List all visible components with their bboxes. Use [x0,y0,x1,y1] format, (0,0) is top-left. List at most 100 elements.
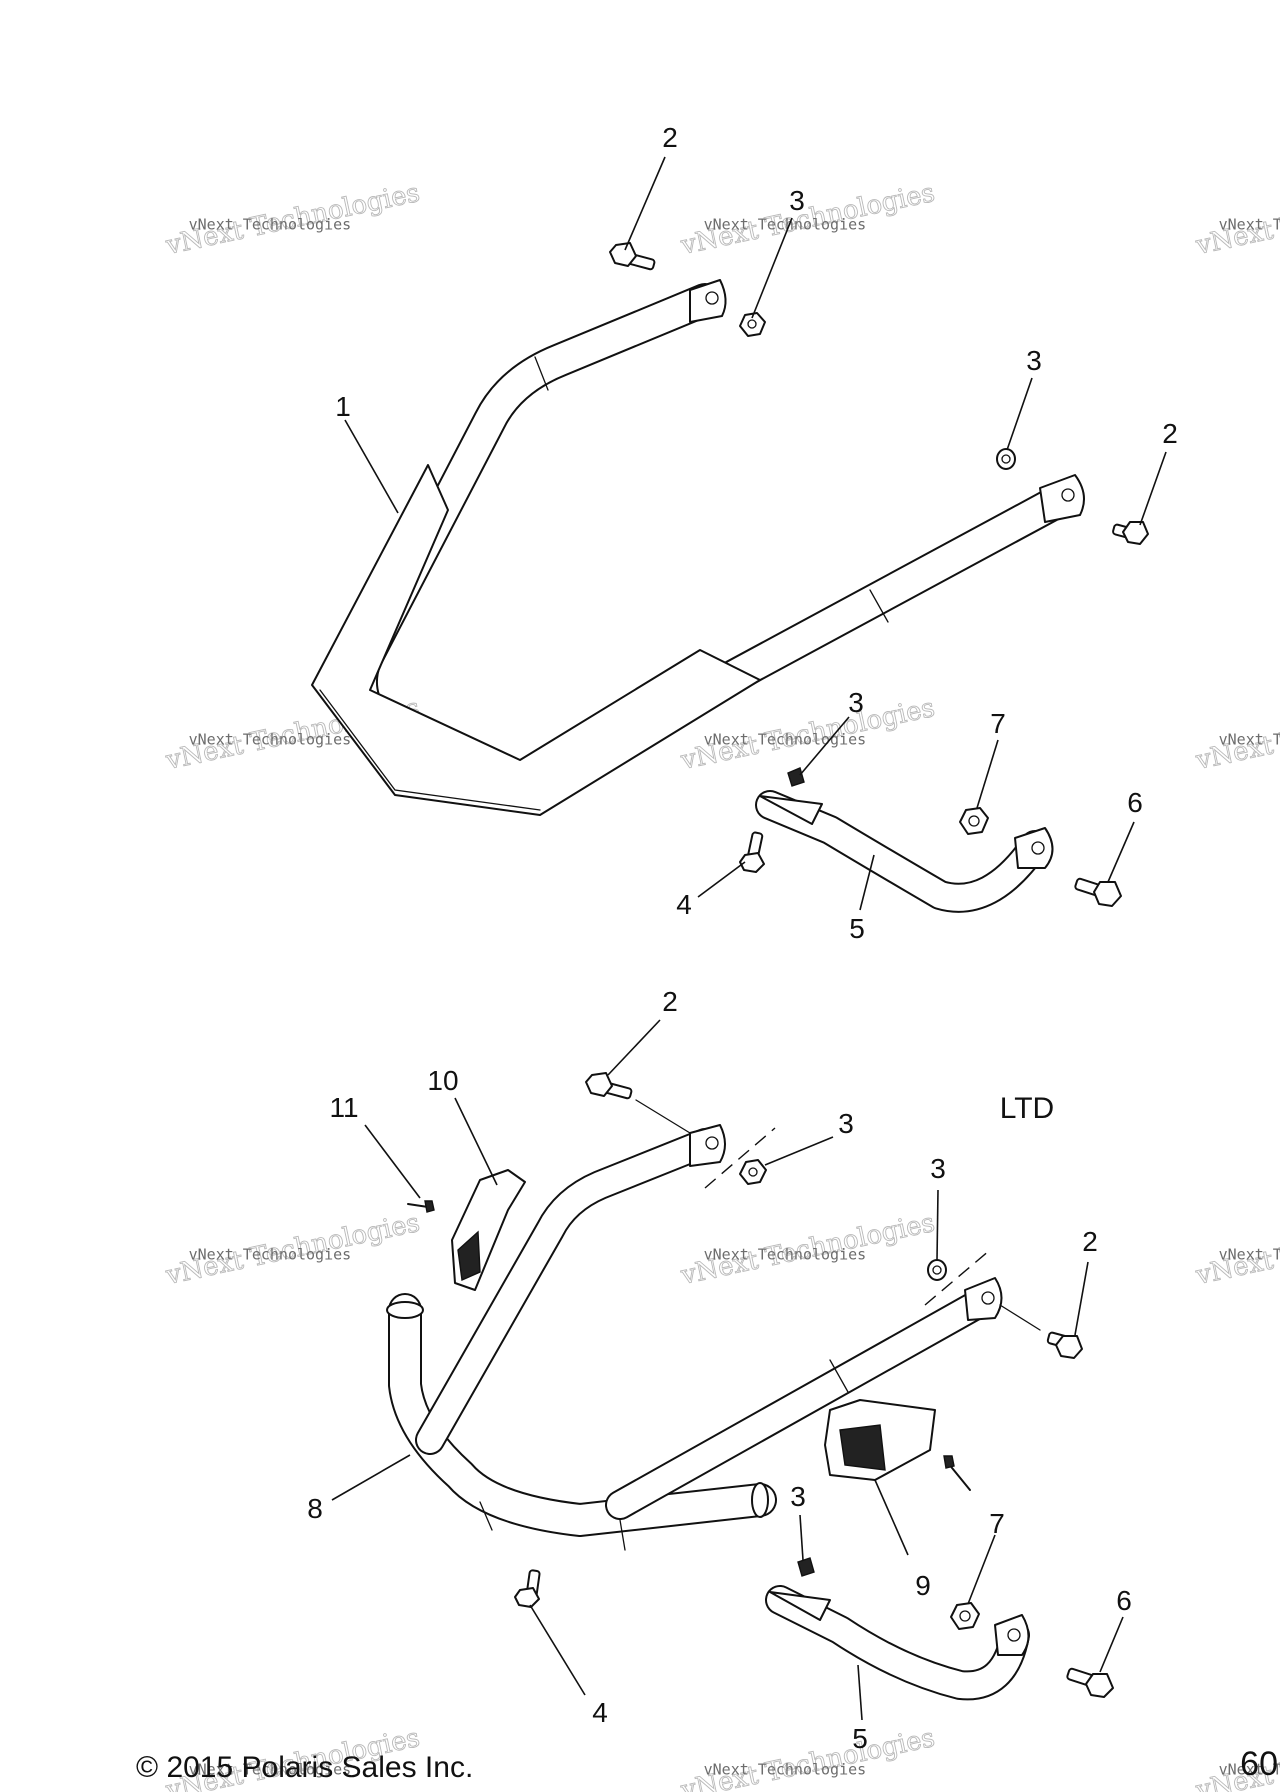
lower-tube-5-top [755,790,1054,913]
leader-line [976,739,999,809]
callout-1: 1 [335,391,351,422]
leader-line [967,1534,996,1605]
leader-line [454,1097,498,1186]
bolt-6-bottom [1066,1667,1114,1698]
watermark-caption: vNext Technologies [704,730,867,748]
copyright-notice: © 2015 Polaris Sales Inc. [136,1751,473,1784]
tube-mount-tab [1039,474,1085,523]
watermark-logo-text: vNext Technologies [678,1723,938,1792]
ltd-bumper-tube [386,1124,1003,1551]
watermark-caption: vNext Technologies [1219,730,1280,748]
watermark-caption: vNext Technologies [189,215,352,233]
tube-seam [869,589,889,623]
callout-2: 2 [1082,1226,1098,1257]
leader-line [364,1124,421,1199]
leader-line [607,1019,661,1076]
leader-line [799,1514,804,1561]
callout-7: 7 [989,1508,1005,1539]
alignment-dash [924,1249,991,1306]
leader-line [799,716,850,776]
leader-line [697,861,746,898]
nut-7-bottom [950,1602,980,1630]
watermark-caption: vNext Technologies [189,1245,352,1263]
alignment-dash [704,1127,776,1189]
bolt-2-top-right [1112,521,1149,545]
leader-line [624,156,666,251]
callout-6: 6 [1127,787,1143,818]
bolt-4-bottom [514,1569,541,1608]
callout-5: 5 [852,1723,868,1754]
alignment-line [999,1304,1041,1331]
callout-2: 2 [662,122,678,153]
leader-line [1074,1261,1089,1336]
leader-line [1107,821,1135,883]
leader-line [874,1479,909,1556]
callout-6: 6 [1116,1585,1132,1616]
guard-9 [824,1399,936,1481]
watermark-tile-11: vNext Technologies vNext Technologies [677,1722,938,1792]
top-bumper-assembly: 2 3 1 3 2 3 7 6 4 5 [311,122,1178,944]
watermark-caption: vNext Technologies [1219,1245,1280,1263]
page-number: 60 [1240,1745,1278,1783]
watermark-tile-9: vNext Technologies vNext Technologies [1192,1207,1280,1291]
bolt-2-bottom-right [1046,1331,1083,1359]
watermark-tile-2: vNext Technologies vNext Technologies [677,177,938,261]
leader-line [859,854,875,911]
clip-3-top-lower [787,767,805,787]
bumper-panel [311,464,761,816]
bolt-2-bottom-left [585,1072,633,1100]
callout-10: 10 [427,1065,458,1096]
nut-3-top-left [739,312,766,337]
screw-11 [407,1200,435,1213]
mount-hole [1061,488,1075,502]
clip-3-bottom-lower [797,1557,815,1577]
callout-5: 5 [849,913,865,944]
watermark-caption: vNext Technologies [189,1760,352,1778]
washer-3-bottom-right [927,1259,947,1281]
watermark-caption: vNext Technologies [1219,215,1280,233]
callout-2: 2 [662,986,678,1017]
leader-line [1099,1616,1124,1673]
leader-line [764,1136,834,1166]
bolt-2-top-left [609,242,656,271]
leader-line [1006,377,1033,451]
lower-tube-5-bottom [765,1585,1030,1701]
watermark-tile-3: vNext Technologies vNext Technologies [1192,177,1280,261]
callout-9: 9 [915,1570,931,1601]
leader-line [936,1189,939,1261]
callout-11: 11 [329,1092,358,1123]
screw-9-side [943,1455,971,1491]
callout-3: 3 [838,1108,854,1139]
callout-3: 3 [1026,345,1042,376]
watermark-caption: vNext Technologies [704,1760,867,1778]
variant-label-ltd: LTD [1000,1092,1054,1125]
callout-3: 3 [790,1481,806,1512]
bolt-6-top [1074,877,1122,907]
leader-line [344,419,399,514]
nut-3-bottom-left [739,1159,767,1185]
watermark-tile-1: vNext Technologies vNext Technologies [162,177,423,261]
leader-line [1139,451,1167,526]
watermark-caption: vNext Technologies [189,730,352,748]
callout-3: 3 [930,1153,946,1184]
watermark-caption: vNext Technologies [704,215,867,233]
leader-line [751,217,793,319]
leader-line [857,1664,863,1721]
callout-8: 8 [307,1493,323,1524]
callout-7: 7 [990,708,1006,739]
bolt-4-top [739,831,765,873]
watermark-caption: vNext Technologies [1219,1760,1280,1778]
front-bumper-tube [343,279,1085,801]
watermark-tile-6: vNext Technologies vNext Technologies [1192,692,1280,776]
callout-3: 3 [848,687,864,718]
callout-3: 3 [789,185,805,216]
bottom-bumper-assembly-ltd: LTD [307,986,1132,1754]
alignment-line [635,1099,691,1134]
callout-4: 4 [676,889,692,920]
watermark-tile-8: vNext Technologies vNext Technologies [677,1207,938,1291]
nut-7-top [959,807,989,835]
tube-seam [534,356,549,391]
leader-line [331,1454,411,1501]
callout-2: 2 [1162,418,1178,449]
